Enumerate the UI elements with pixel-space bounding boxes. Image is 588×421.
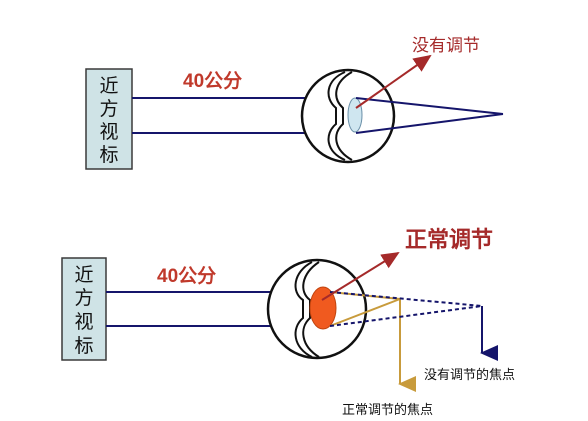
bottom-status-arrow bbox=[321, 251, 400, 301]
top-target-box-frame bbox=[85, 68, 133, 170]
bottom-target-char-4: 标 bbox=[74, 335, 93, 357]
top-converge-upper bbox=[355, 97, 504, 115]
top-target-char-1: 近 bbox=[99, 75, 118, 97]
bottom-eye bbox=[266, 258, 368, 360]
top-iris-outer bbox=[327, 71, 346, 161]
top-distance-label: 40公分 bbox=[183, 70, 242, 92]
top-eye bbox=[300, 68, 396, 164]
bottom-distance-label: 40公分 bbox=[157, 265, 216, 287]
top-status-arrow bbox=[355, 54, 432, 109]
bottom-panel: 近 方 视 标 40公分 bbox=[61, 227, 515, 418]
top-panel: 近 方 视 标 40公分 没有调节 bbox=[85, 36, 504, 170]
top-converge-lower bbox=[355, 113, 504, 134]
bottom-dashed-ray-lower bbox=[329, 305, 483, 327]
top-target-char-4: 标 bbox=[99, 144, 118, 166]
bottom-lens-accommodated bbox=[309, 286, 337, 330]
bottom-dashed-ray-upper bbox=[329, 291, 483, 307]
top-target-box: 近 方 视 标 bbox=[85, 68, 133, 170]
bottom-status-label: 正常调节 bbox=[405, 227, 493, 253]
top-target-char-3: 视 bbox=[99, 121, 118, 143]
bottom-target-box: 近 方 视 标 bbox=[61, 257, 107, 361]
bottom-target-box-frame bbox=[61, 257, 107, 361]
top-iris-inner bbox=[335, 71, 353, 161]
unaccommodated-focus-label: 没有调节的焦点 bbox=[424, 367, 515, 383]
top-lens-relaxed bbox=[347, 97, 363, 133]
normal-focus-label: 正常调节的焦点 bbox=[342, 402, 433, 418]
bottom-target-char-2: 方 bbox=[74, 287, 93, 309]
bottom-target-char-3: 视 bbox=[74, 311, 93, 333]
top-status-label: 没有调节 bbox=[412, 36, 480, 56]
bottom-iris-outer bbox=[294, 261, 313, 358]
top-target-char-2: 方 bbox=[99, 98, 118, 120]
bottom-normal-ray-lower bbox=[329, 298, 401, 327]
bottom-target-char-1: 近 bbox=[74, 264, 93, 286]
